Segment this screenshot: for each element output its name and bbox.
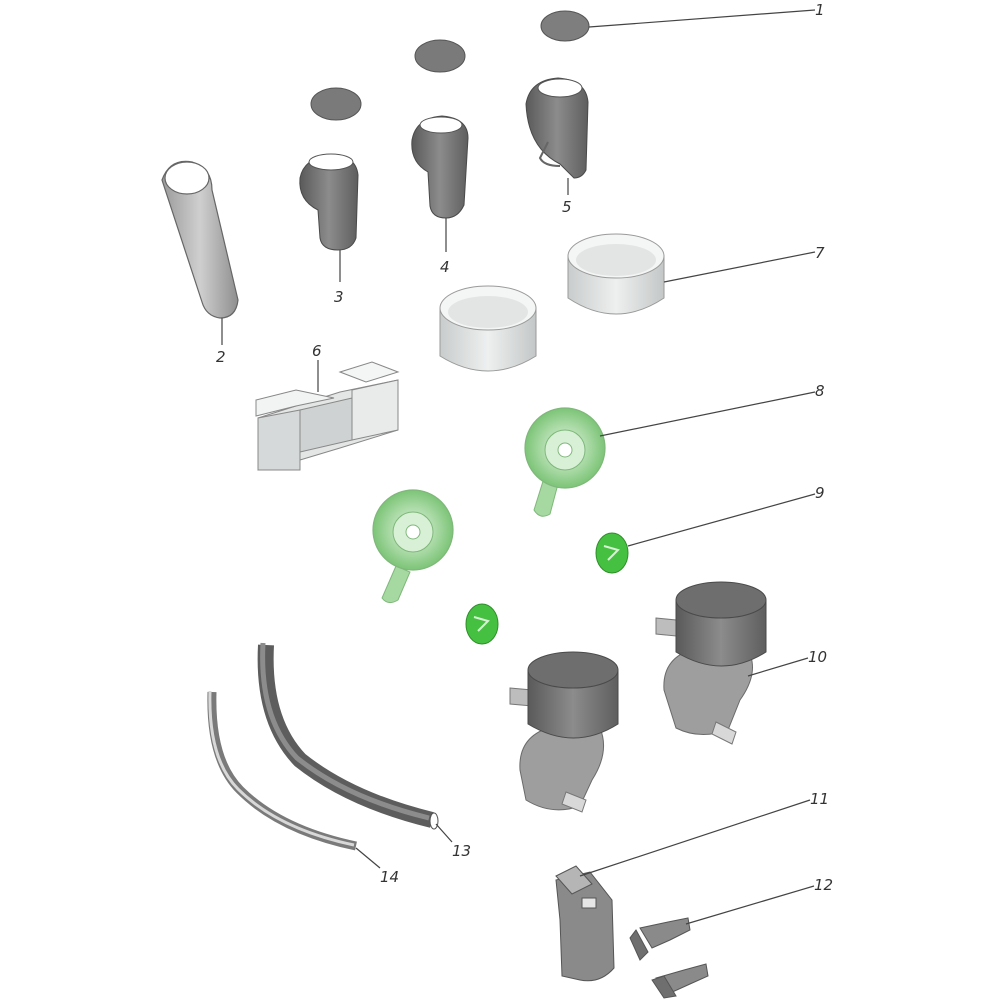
part-2-lever [161,160,239,319]
leader-14 [355,847,381,869]
part-9-clip-a [595,532,629,574]
callout-13: 13 [452,842,471,860]
part-7-cup [567,233,665,315]
callout-11: 11 [810,790,829,808]
part-cap-disc-a [310,87,362,121]
part-10-housing-left [509,651,619,813]
callout-2: 2 [216,348,226,366]
part-13-hose [257,642,439,830]
leader-8 [599,391,816,437]
callout-10: 10 [808,648,827,666]
part-14-tube [207,690,357,851]
part-12-elbow-b [651,963,709,999]
leader-10 [747,657,809,677]
part-11-connector [555,865,615,982]
callout-3: 3 [334,288,344,306]
part-6-block [255,361,400,471]
callout-1: 1 [815,1,825,19]
leader-12 [685,885,815,925]
part-10-housing-right [655,581,767,745]
part-4-knob [411,115,469,219]
part-cup-left [439,285,537,372]
leader-11 [579,799,811,877]
callout-6: 6 [312,342,322,360]
part-9-clip-b [465,603,499,645]
part-8-paddle-lower [372,489,454,604]
leader-7 [663,251,816,283]
part-1-cap-disc [540,10,590,42]
callout-14: 14 [380,868,399,886]
leader-13 [435,823,453,843]
part-3-knob [299,153,359,251]
leader-1 [588,9,816,28]
callout-4: 4 [440,258,450,276]
callout-7: 7 [815,244,825,262]
part-5-knob [525,77,589,179]
callout-12: 12 [814,876,833,894]
callout-9: 9 [815,484,825,502]
part-8-paddle-upper [524,407,606,517]
leader-9 [627,493,816,547]
callout-5: 5 [562,198,572,216]
callout-8: 8 [815,382,825,400]
part-12-elbow-a [629,917,691,961]
part-cap-disc-b [414,39,466,73]
